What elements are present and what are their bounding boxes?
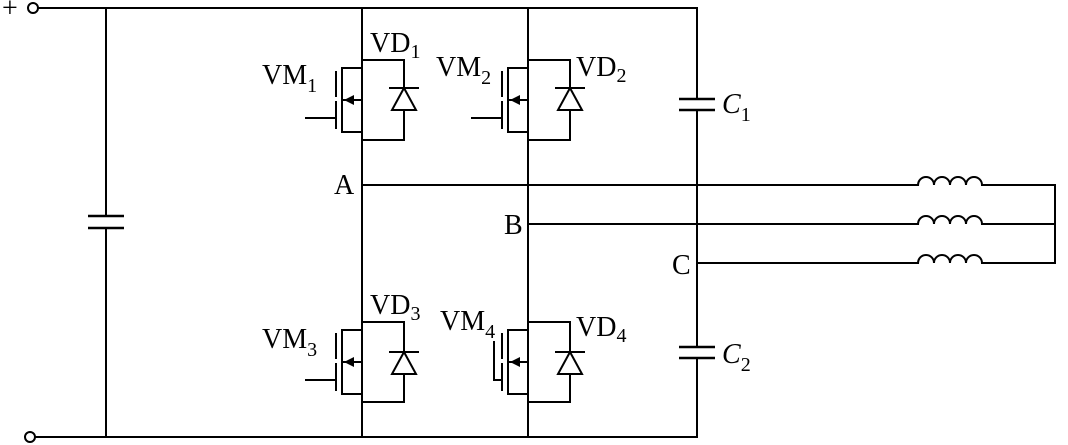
leg-a xyxy=(305,7,419,438)
label-vd3: VD3 xyxy=(370,290,420,325)
label-vm2: VM2 xyxy=(436,52,491,89)
label-vd4: VD4 xyxy=(576,312,626,347)
mosfet-vm2 xyxy=(471,67,529,133)
mosfet-vm3 xyxy=(305,329,363,395)
node-c-label: C xyxy=(672,250,691,281)
mosfet-arrow xyxy=(344,95,354,105)
capacitor-leg xyxy=(679,7,715,438)
dc-bus xyxy=(24,2,698,443)
output-lines xyxy=(361,176,1056,265)
positive-terminal xyxy=(27,2,39,14)
node-a-label: A xyxy=(334,170,355,201)
mosfet-arrow xyxy=(510,357,520,367)
mosfet-arrow xyxy=(344,357,354,367)
label-vm4: VM4 xyxy=(440,306,495,343)
diode-vd2 xyxy=(527,59,585,141)
negative-terminal xyxy=(24,431,36,443)
mosfet-vm1 xyxy=(305,67,363,133)
label-c2: C2 xyxy=(722,339,751,376)
diode-vd3 xyxy=(361,321,419,403)
label-vm3: VM3 xyxy=(262,324,317,361)
node-b-label: B xyxy=(504,210,523,241)
label-c1: C1 xyxy=(722,89,751,126)
label-vm1: VM1 xyxy=(262,60,317,97)
positive-terminal-label: + xyxy=(2,0,18,24)
gate-lead xyxy=(493,341,503,381)
mosfet-vm4 xyxy=(493,329,529,395)
diode-vd4 xyxy=(527,321,585,403)
inductor-c xyxy=(916,254,1056,265)
leg-b xyxy=(471,7,585,438)
mosfet-arrow xyxy=(510,95,520,105)
diode-vd1 xyxy=(361,59,419,141)
label-vd2: VD2 xyxy=(576,52,626,87)
label-vd1: VD1 xyxy=(370,28,420,63)
inductor-a xyxy=(916,176,1056,187)
inductor-b xyxy=(916,215,1056,226)
